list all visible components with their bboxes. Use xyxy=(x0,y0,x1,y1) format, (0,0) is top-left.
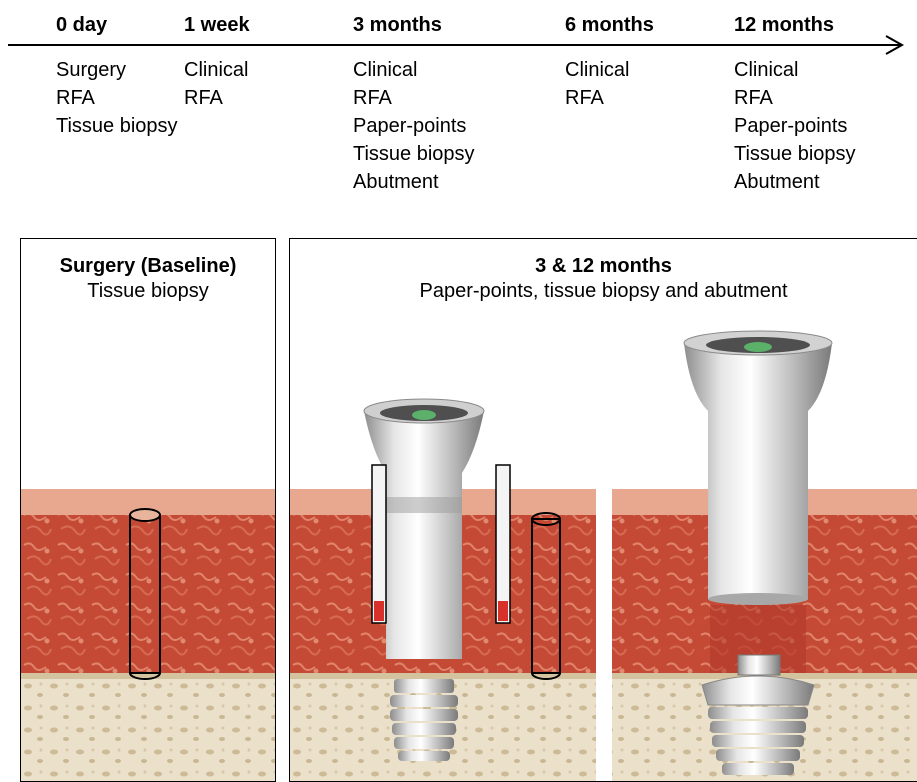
paper-point-left xyxy=(372,465,386,623)
procedure-item: Abutment xyxy=(353,168,475,196)
timepoint-procedures: Clinical RFA Paper-points Tissue biopsy … xyxy=(734,56,856,196)
implant-thread xyxy=(390,679,458,761)
procedure-item: RFA xyxy=(353,84,475,112)
procedure-item: Tissue biopsy xyxy=(56,112,178,140)
procedure-item: Clinical xyxy=(565,56,629,84)
gingiva-layer xyxy=(21,515,276,679)
baseline-tissue-illustration xyxy=(21,239,276,782)
timepoint-label: 12 months xyxy=(734,14,834,37)
procedure-item: Tissue biopsy xyxy=(353,140,475,168)
baseline-panel: Surgery (Baseline) Tissue biopsy xyxy=(20,238,276,782)
followup-panel-title: 3 & 12 months xyxy=(290,255,917,278)
paper-point-right xyxy=(496,465,510,623)
procedure-item: Tissue biopsy xyxy=(734,140,856,168)
baseline-panel-title: Surgery (Baseline) xyxy=(21,255,275,278)
procedure-item: Paper-points xyxy=(734,112,856,140)
timepoint-label: 0 day xyxy=(56,14,107,37)
timepoint-procedures: Clinical RFA Paper-points Tissue biopsy … xyxy=(353,56,475,196)
screw-head xyxy=(744,342,772,352)
procedure-item: RFA xyxy=(565,84,629,112)
procedure-item: RFA xyxy=(734,84,856,112)
procedure-item: Clinical xyxy=(353,56,475,84)
procedure-item: Paper-points xyxy=(353,112,475,140)
procedure-item: Clinical xyxy=(734,56,856,84)
screw-head xyxy=(412,410,436,420)
procedure-item: RFA xyxy=(56,84,178,112)
followup-panel-subtitle: Paper-points, tissue biopsy and abutment xyxy=(290,280,917,303)
timepoint-label: 3 months xyxy=(353,14,442,37)
timepoint-procedures: Clinical RFA xyxy=(565,56,629,112)
timepoint-procedures: Surgery RFA Tissue biopsy xyxy=(56,56,178,140)
procedure-item: RFA xyxy=(184,84,248,112)
timeline: 0 day Surgery RFA Tissue biopsy 1 week C… xyxy=(0,0,917,200)
timepoint-procedures: Clinical RFA xyxy=(184,56,248,112)
timepoint-label: 1 week xyxy=(184,14,250,37)
followup-illustration xyxy=(290,239,917,782)
baseline-panel-subtitle: Tissue biopsy xyxy=(21,280,275,303)
followup-panel: 3 & 12 months Paper-points, tissue biops… xyxy=(289,238,917,782)
procedure-item: Surgery xyxy=(56,56,178,84)
procedure-item: Abutment xyxy=(734,168,856,196)
procedure-item: Clinical xyxy=(184,56,248,84)
bone-layer xyxy=(21,675,276,782)
timepoint-label: 6 months xyxy=(565,14,654,37)
